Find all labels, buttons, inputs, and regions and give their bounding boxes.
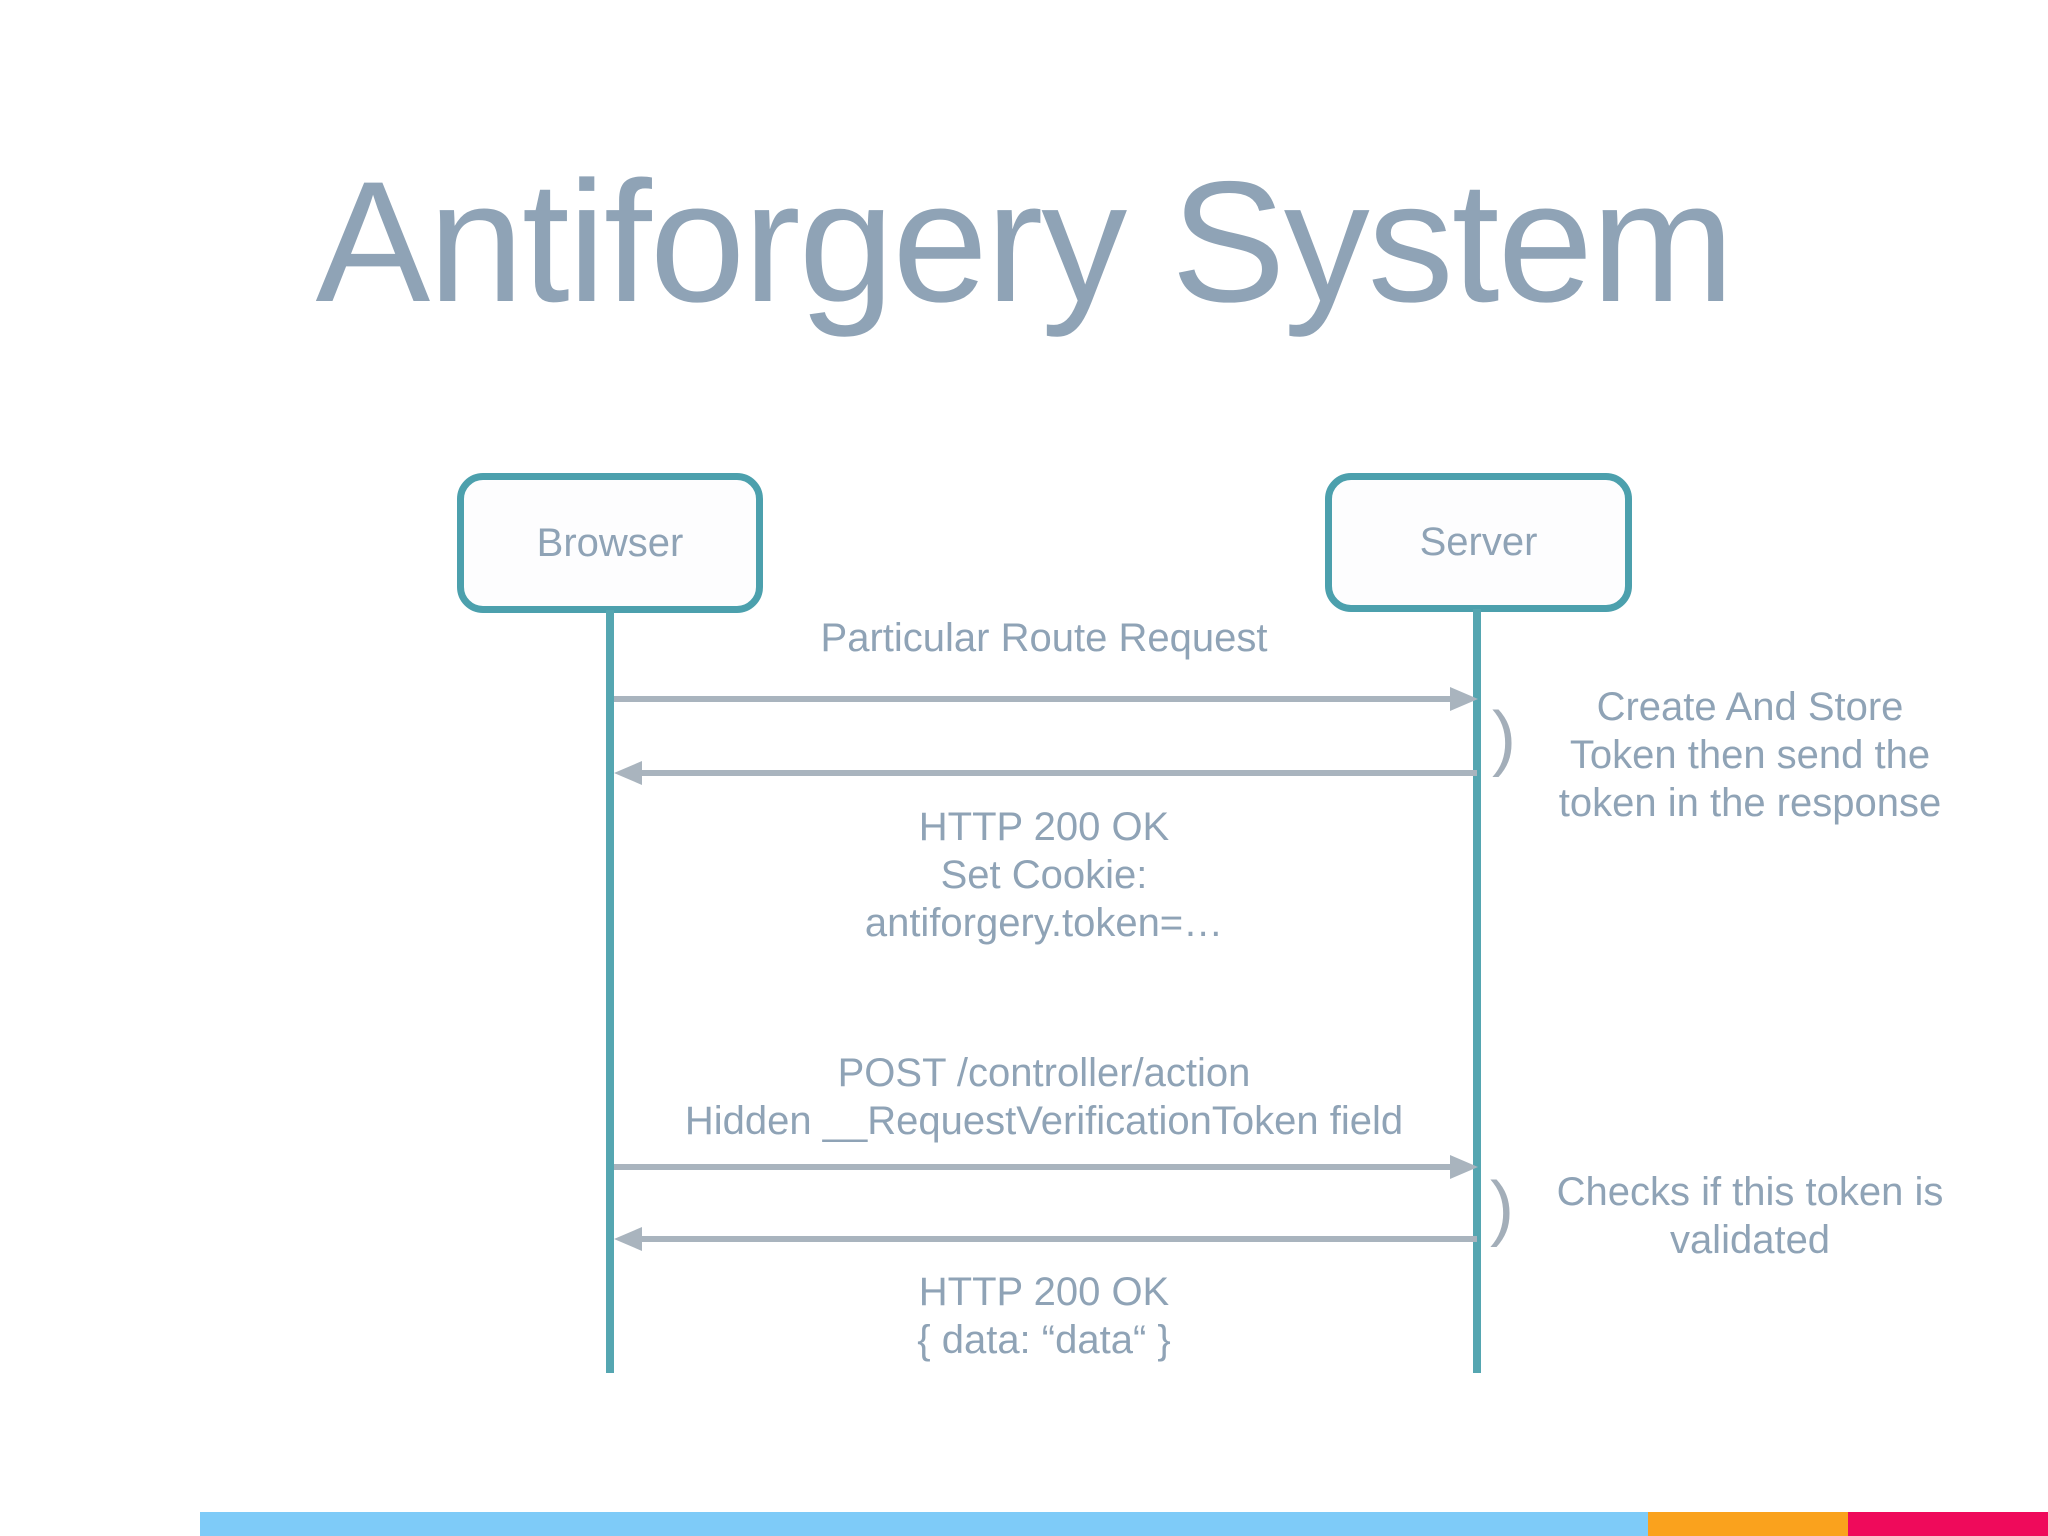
actor-box-server: Server [1325,473,1632,612]
message-label-route-request: Particular Route Request [614,614,1474,662]
note-line: token in the response [1558,781,1942,825]
message-arrow-request-2 [614,1164,1450,1170]
message-label-response-2: HTTP 200 OK { data: “data“ } [614,1268,1474,1364]
message-line: HTTP 200 OK [918,1270,1170,1314]
arrowhead-left-icon [614,1227,642,1251]
message-line: Particular Route Request [820,616,1268,660]
message-arrow-request-1 [614,696,1450,702]
note-line: Token then send the [1569,733,1931,777]
note-bracket-icon: ) [1490,1168,1514,1248]
message-line: { data: “data“ } [917,1318,1171,1362]
message-line: antiforgery.token=… [864,901,1224,945]
arrowhead-right-icon [1450,687,1478,711]
lifeline-server [1473,609,1481,1373]
note-checks-token: Checks if this token is validated [1500,1168,2000,1264]
lifeline-browser [606,610,614,1373]
actor-label-browser: Browser [536,520,684,565]
note-line: Create And Store [1596,685,1904,729]
footer-stripe-blue [200,1512,1648,1536]
note-line: Checks if this token is [1556,1170,1944,1214]
arrowhead-right-icon [1450,1155,1478,1179]
message-arrow-response-1 [640,770,1477,776]
message-line: POST /controller/action [837,1051,1251,1095]
message-label-post: POST /controller/action Hidden __Request… [614,1049,1474,1145]
arrowhead-left-icon [614,761,642,785]
slide-title: Antiforgery System [315,146,1735,338]
footer-stripe-orange [1648,1512,1848,1536]
actor-label-server: Server [1419,520,1538,564]
message-line: Set Cookie: [940,853,1148,897]
message-line: HTTP 200 OK [918,805,1170,849]
footer-stripe-crimson [1848,1512,2048,1536]
message-arrow-response-2 [640,1236,1477,1242]
message-line: Hidden __RequestVerificationToken field [684,1099,1404,1143]
actor-box-browser: Browser [457,473,763,613]
note-bracket-icon: ) [1492,698,1516,778]
message-label-response-1: HTTP 200 OK Set Cookie: antiforgery.toke… [614,803,1474,947]
note-line: validated [1669,1218,1831,1262]
note-create-store-token: Create And Store Token then send the tok… [1500,683,2000,827]
